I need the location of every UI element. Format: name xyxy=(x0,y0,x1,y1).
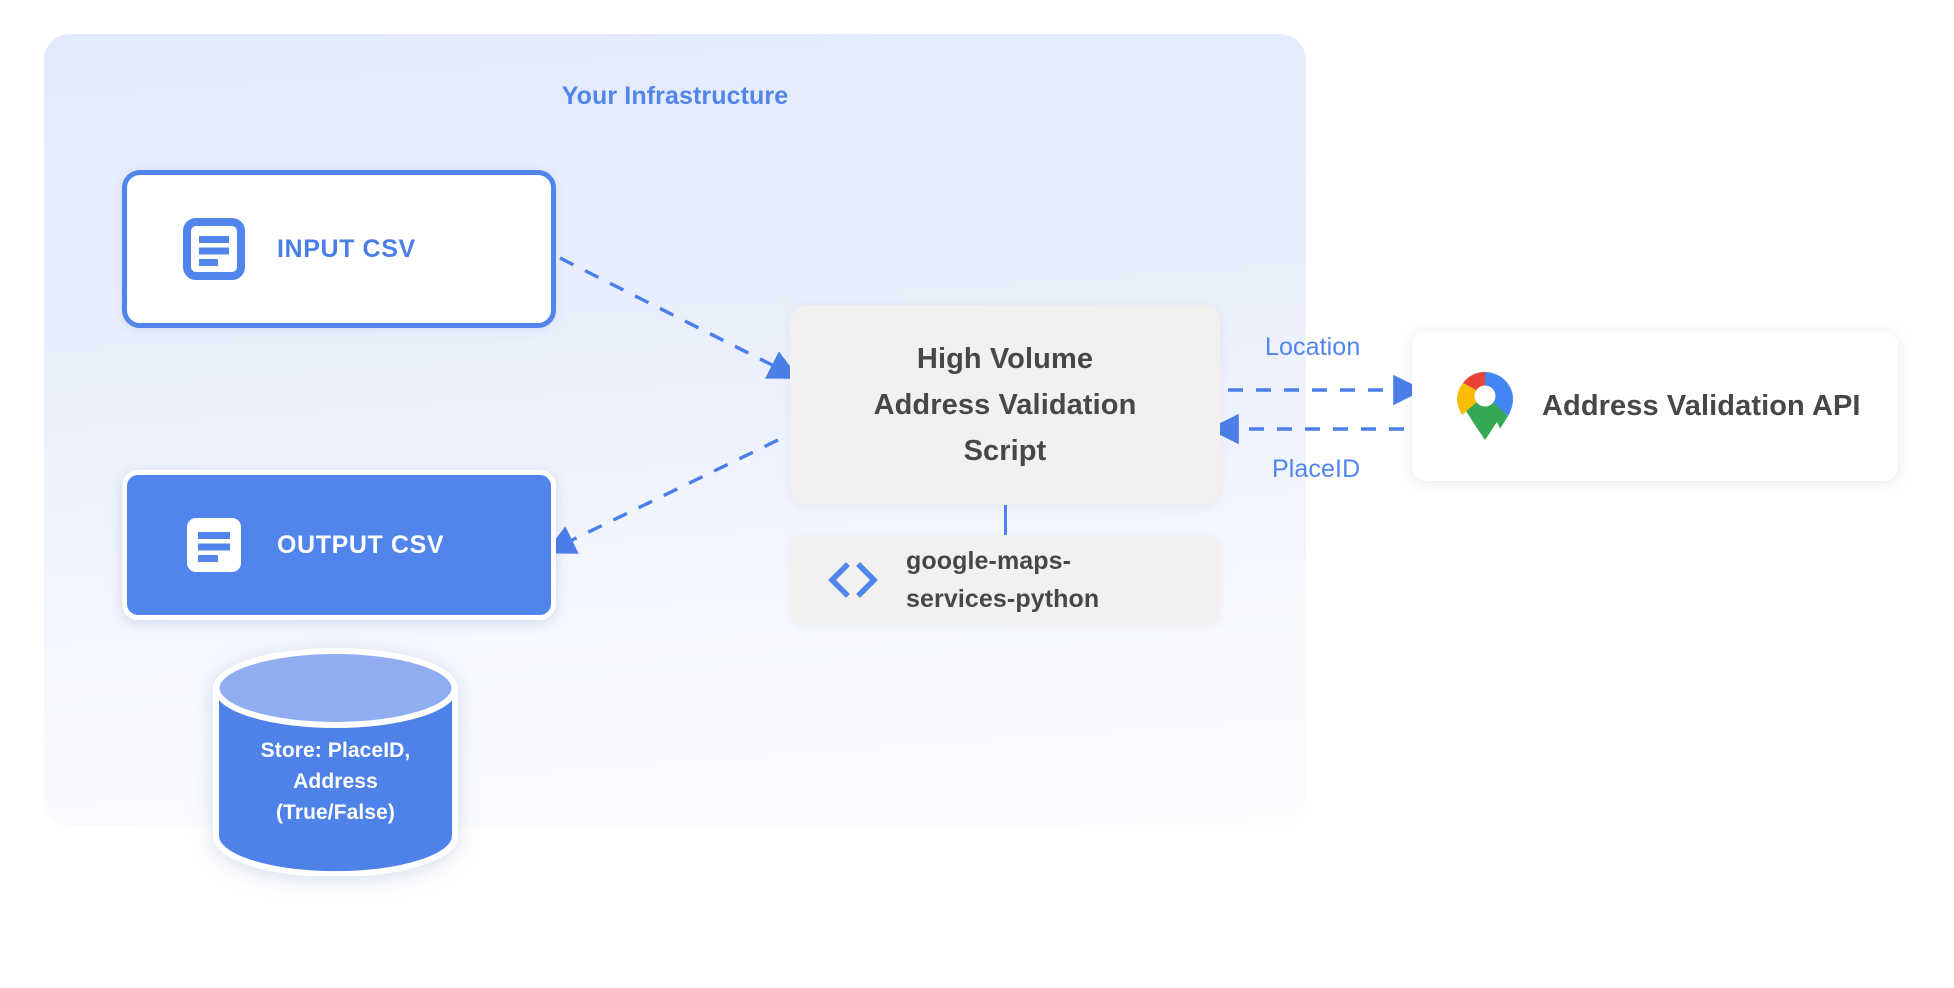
panel-title: Your Infrastructure xyxy=(561,82,789,110)
validation-script-node[interactable]: High Volume Address Validation Script xyxy=(790,305,1220,505)
address-validation-api-node[interactable]: Address Validation API xyxy=(1412,331,1898,481)
code-brackets-icon xyxy=(828,562,878,598)
input-csv-node[interactable]: INPUT CSV xyxy=(122,170,556,328)
script-line-3: Script xyxy=(963,435,1047,467)
library-line-2: services-python xyxy=(906,585,1100,613)
edge-label-placeid: PlaceID xyxy=(1272,455,1361,483)
script-line-2: Address Validation xyxy=(873,389,1137,421)
document-icon xyxy=(183,218,245,280)
output-csv-label: OUTPUT CSV xyxy=(277,530,445,559)
script-line-1: High Volume xyxy=(916,343,1094,375)
api-label: Address Validation API xyxy=(1542,389,1861,422)
input-csv-label: INPUT CSV xyxy=(277,234,416,263)
google-maps-pin-icon xyxy=(1457,372,1513,440)
library-node[interactable]: google-maps- services-python xyxy=(790,535,1220,625)
document-icon xyxy=(187,518,241,572)
output-csv-node[interactable]: OUTPUT CSV xyxy=(122,470,556,620)
library-line-1: google-maps- xyxy=(906,547,1072,575)
database-cylinder[interactable] xyxy=(213,648,458,876)
edge-label-location: Location xyxy=(1265,333,1361,361)
script-library-connector xyxy=(1004,505,1007,535)
